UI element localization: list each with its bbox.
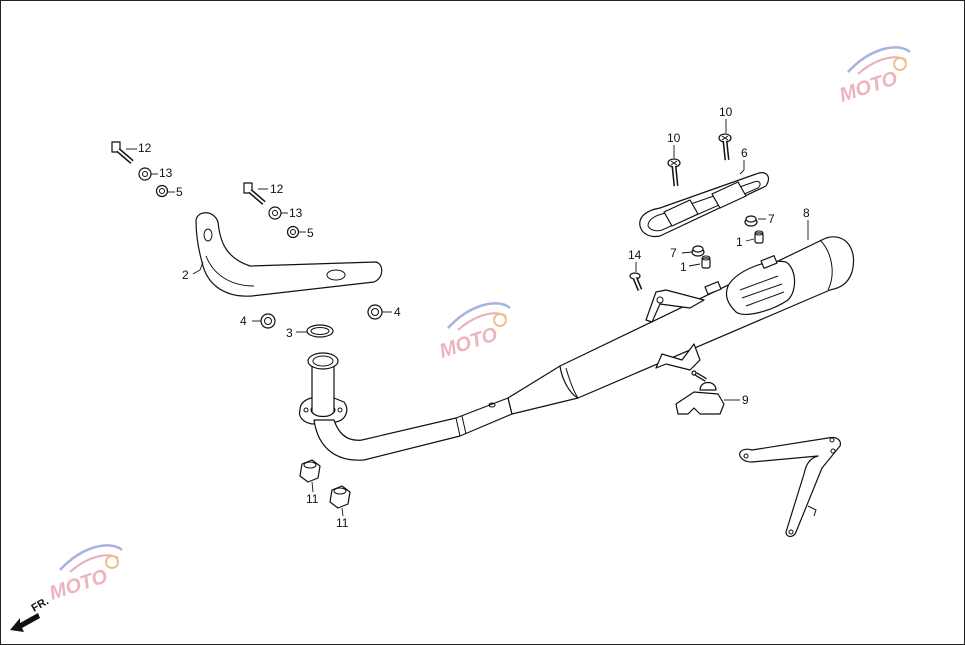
bolt-12-a xyxy=(111,141,134,164)
callout-11-a: 11 xyxy=(306,492,319,506)
callout-12-a: 12 xyxy=(138,141,152,155)
watermark-logo-top: MOTO xyxy=(837,46,911,107)
callout-10-a: 10 xyxy=(667,131,681,145)
part-heat-guard xyxy=(195,212,383,297)
callout-1-b: 1 xyxy=(680,260,687,274)
collar-1-a xyxy=(754,230,764,244)
part-cover-plate xyxy=(639,172,769,238)
callout-13-b: 13 xyxy=(289,206,303,220)
screw-10-a xyxy=(667,158,681,187)
front-arrow-icon xyxy=(10,613,40,632)
bolt-12-b xyxy=(243,182,266,205)
collar-4-a xyxy=(260,313,276,329)
callout-7-a: 7 xyxy=(768,212,775,226)
nut-11-a xyxy=(299,459,321,483)
washer-13-b xyxy=(268,206,282,220)
callout-11-b: 11 xyxy=(336,516,349,530)
washer-13-a xyxy=(138,167,152,181)
callout-4-b: 4 xyxy=(394,305,401,319)
front-direction-indicator: FR. xyxy=(10,595,51,632)
callout-12-b: 12 xyxy=(270,182,284,196)
svg-text:MOTO: MOTO xyxy=(837,67,901,106)
callout-10-b: 10 xyxy=(719,105,733,119)
collar-4-b xyxy=(367,304,383,320)
callout-8: 8 xyxy=(803,206,810,220)
nut-7-a xyxy=(744,215,758,227)
callout-5-b: 5 xyxy=(307,226,314,240)
callout-1-a: 1 xyxy=(736,235,743,249)
screw-10-b xyxy=(718,133,732,161)
callout-5-a: 5 xyxy=(176,185,183,199)
nut-7-b xyxy=(691,245,705,257)
part-muffler xyxy=(298,236,855,461)
svg-text:MOTO: MOTO xyxy=(437,323,501,362)
callout-14: 14 xyxy=(628,248,642,262)
part-stand-bracket xyxy=(739,436,841,538)
callout-labels: 12 13 5 12 13 5 2 4 3 4 10 10 6 7 1 7 1 … xyxy=(138,105,810,530)
watermark-logo-middle: MOTO xyxy=(437,302,511,363)
front-label: FR. xyxy=(30,595,51,614)
svg-text:MOTO: MOTO xyxy=(47,565,111,604)
leader-lines xyxy=(126,119,809,517)
callout-2: 2 xyxy=(182,268,189,282)
part-rubber-mount xyxy=(675,370,725,415)
watermark-logo-bottom: MOTO xyxy=(47,544,123,605)
collar-1-b xyxy=(701,255,711,269)
callout-6: 6 xyxy=(741,146,748,160)
callout-13-a: 13 xyxy=(159,166,173,180)
bolt-14 xyxy=(629,272,643,291)
callout-9: 9 xyxy=(742,393,749,407)
callout-3: 3 xyxy=(286,326,293,340)
gasket-3 xyxy=(306,324,334,338)
nut-11-b xyxy=(329,485,351,509)
callout-4-a: 4 xyxy=(240,314,247,328)
collar-5-a xyxy=(155,184,169,198)
callout-7-b: 7 xyxy=(670,246,677,260)
collar-5-b xyxy=(286,225,300,239)
